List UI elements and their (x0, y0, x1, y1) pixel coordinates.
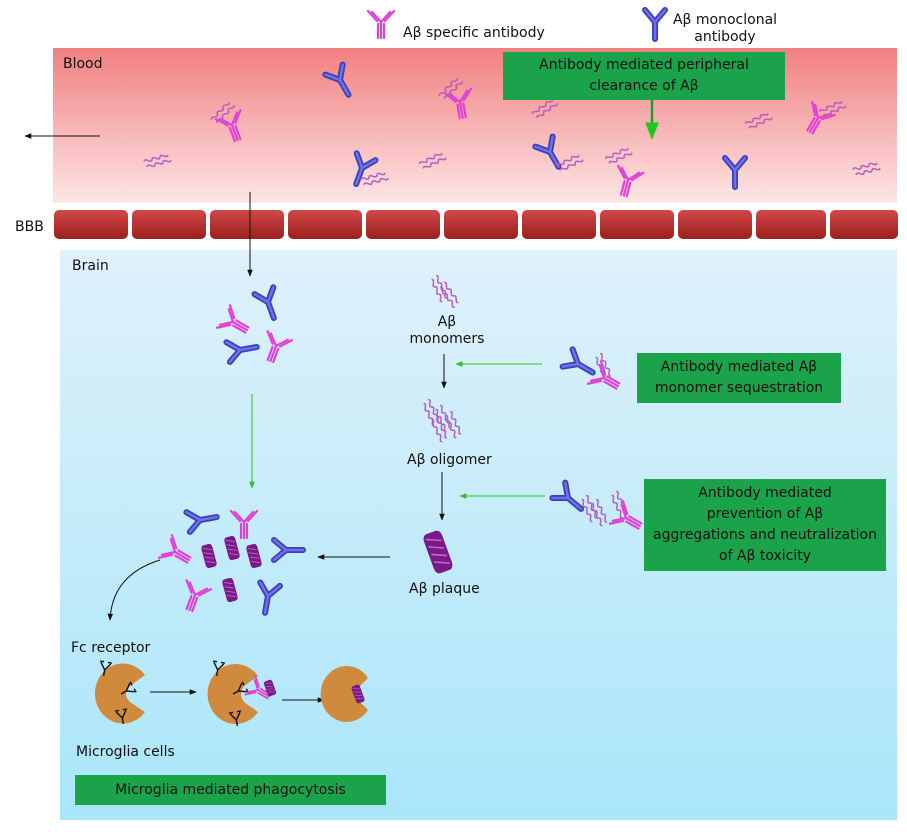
aggregation-prevention-line2: prevention of Aβ (706, 506, 824, 522)
phagocytosis-box: Microglia mediated phagocytosis (75, 775, 386, 805)
peripheral-clearance-box: Antibody mediated peripheral clearance o… (503, 52, 785, 100)
monomers-label: Aβ monomers (404, 314, 490, 348)
monomers-line1: Aβ (437, 314, 457, 330)
oligomer-label: Aβ oligomer (407, 452, 492, 468)
cluster-to-microglia-arrow (107, 559, 161, 621)
microglia-cell-3 (320, 666, 368, 723)
bbb-label: BBB (15, 219, 44, 235)
legend-monoclonal-line1: Aβ monoclonal (672, 12, 778, 28)
microglia-cell-1 (94, 660, 145, 726)
monomer-sequestration-line1: Antibody mediated Aβ (660, 359, 818, 375)
microglia-cell-2 (207, 660, 278, 728)
aggregation-prevention-box: Antibody mediated prevention of Aβ aggre… (644, 479, 886, 571)
bbb-cell-layer (54, 210, 898, 239)
aggregation-prevention-line1: Antibody mediated (698, 485, 832, 501)
monomer-sequestration-box: Antibody mediated Aβ monomer sequestrati… (637, 353, 841, 403)
phagocytosis-label: Microglia mediated phagocytosis (115, 781, 346, 798)
plaque-label: Aβ plaque (409, 581, 480, 597)
aggregation-prevention-line3: aggregations and neutralization (653, 527, 877, 543)
legend-monoclonal-line2: antibody (694, 29, 756, 45)
fc-receptor-label: Fc receptor (71, 640, 151, 656)
microglia-label: Microglia cells (76, 744, 175, 760)
aggregation-prevention-line4: of Aβ toxicity (718, 548, 812, 564)
peripheral-clearance-line1: Antibody mediated peripheral (539, 57, 749, 73)
legend-monoclonal-antibody-label: Aβ monoclonal antibody (670, 12, 780, 46)
brain-label: Brain (72, 258, 109, 274)
monomers-line2: monomers (409, 331, 485, 347)
legend-monoclonal-antibody-icon (645, 10, 665, 39)
legend-specific-antibody-label: Aβ specific antibody (403, 25, 545, 41)
monomer-sequestration-line2: monomer sequestration (654, 380, 824, 396)
blood-label: Blood (63, 56, 103, 72)
peripheral-clearance-line2: clearance of Aβ (589, 78, 699, 94)
legend-specific-antibody-icon (366, 9, 396, 40)
